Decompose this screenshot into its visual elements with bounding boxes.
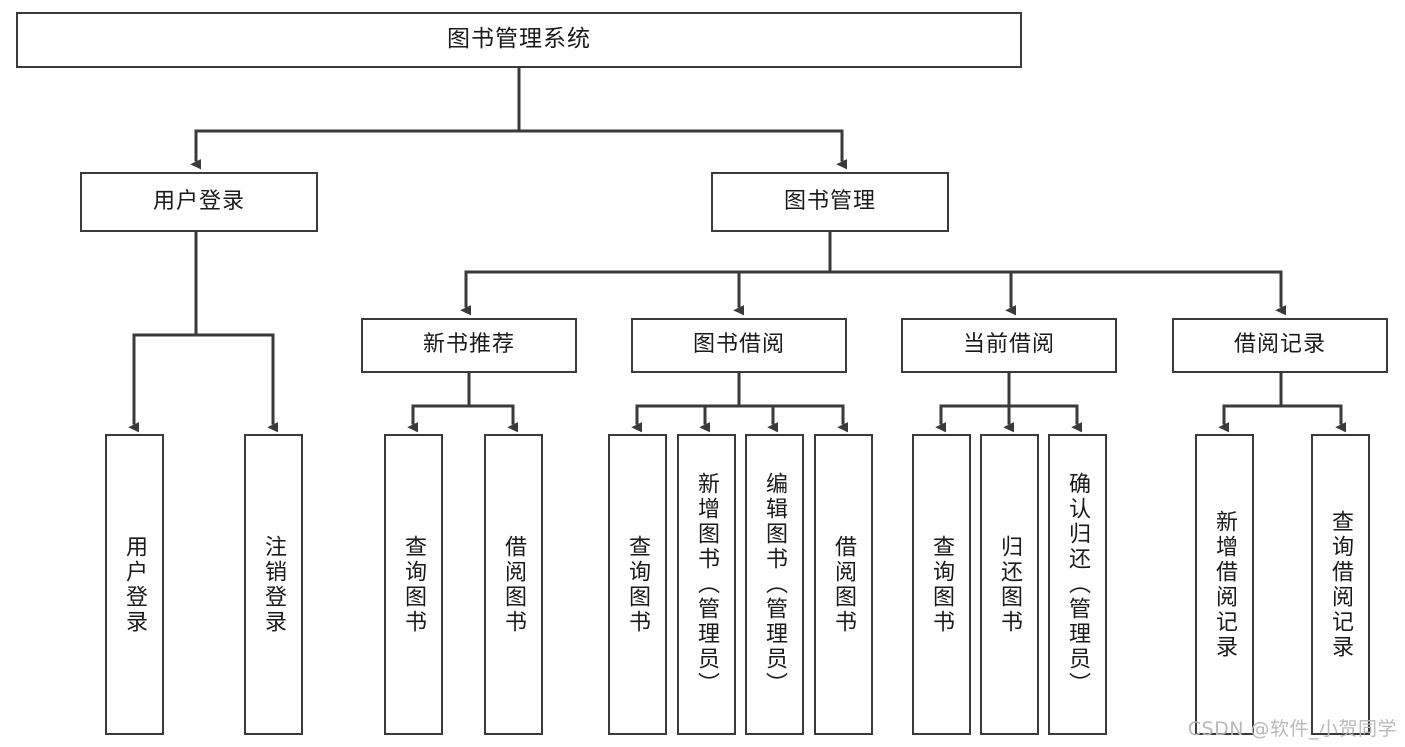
node-new-book-recommend[interactable]: 新书推荐: [361, 318, 577, 373]
node-label: 查询图书: [401, 534, 427, 635]
leaf-new-book-query-book[interactable]: 查询图书: [384, 434, 443, 735]
node-label: 图书管理: [783, 188, 876, 214]
leaf-book-borrow-add-book-admin[interactable]: 新增图书（管理员）: [677, 434, 736, 735]
node-borrow-record[interactable]: 借阅记录: [1172, 318, 1388, 373]
leaf-current-borrow-confirm-return-admin[interactable]: 确认归还（管理员）: [1048, 434, 1107, 735]
node-label: 编辑图书（管理员）: [762, 472, 788, 697]
watermark-text: CSDN @软件_小贺同学: [1187, 718, 1397, 740]
node-label: 确认归还（管理员）: [1065, 472, 1091, 697]
leaf-borrow-record-add-record[interactable]: 新增借阅记录: [1195, 434, 1254, 735]
node-label: 归还图书: [997, 534, 1023, 635]
leaf-book-borrow-edit-book-admin[interactable]: 编辑图书（管理员）: [745, 434, 804, 735]
leaf-current-borrow-query-book[interactable]: 查询图书: [912, 434, 971, 735]
node-label: 查询图书: [929, 534, 955, 635]
leaf-borrow-record-query-record[interactable]: 查询借阅记录: [1311, 434, 1370, 735]
leaf-book-borrow-query-book[interactable]: 查询图书: [608, 434, 667, 735]
node-label: 注销登录: [261, 534, 287, 635]
leaf-new-book-borrow-book[interactable]: 借阅图书: [484, 434, 543, 735]
node-label: 新书推荐: [422, 332, 515, 358]
node-label: 借阅图书: [831, 534, 857, 635]
node-current-borrow[interactable]: 当前借阅: [901, 318, 1117, 373]
node-label: 图书借阅: [692, 332, 785, 358]
leaf-book-borrow-borrow-book[interactable]: 借阅图书: [814, 434, 873, 735]
node-label: 当前借阅: [962, 332, 1055, 358]
node-book-management[interactable]: 图书管理: [711, 172, 949, 232]
node-user-login[interactable]: 用户登录: [80, 172, 318, 232]
node-label: 查询图书: [625, 534, 651, 635]
node-label: 新增图书（管理员）: [694, 472, 720, 697]
node-label: 借阅记录: [1233, 332, 1326, 358]
leaf-current-borrow-return-book[interactable]: 归还图书: [980, 434, 1039, 735]
node-label: 查询借阅记录: [1328, 509, 1354, 660]
node-book-borrow[interactable]: 图书借阅: [631, 318, 847, 373]
node-label: 用户登录: [152, 188, 245, 214]
leaf-user-login-signout[interactable]: 注销登录: [244, 434, 303, 735]
node-root-book-management-system[interactable]: 图书管理系统: [16, 12, 1022, 68]
node-label: 借阅图书: [501, 534, 527, 635]
node-label: 用户登录: [122, 534, 148, 635]
node-label: 图书管理系统: [447, 26, 591, 53]
leaf-user-login-signin[interactable]: 用户登录: [105, 434, 164, 735]
node-label: 新增借阅记录: [1212, 509, 1238, 660]
